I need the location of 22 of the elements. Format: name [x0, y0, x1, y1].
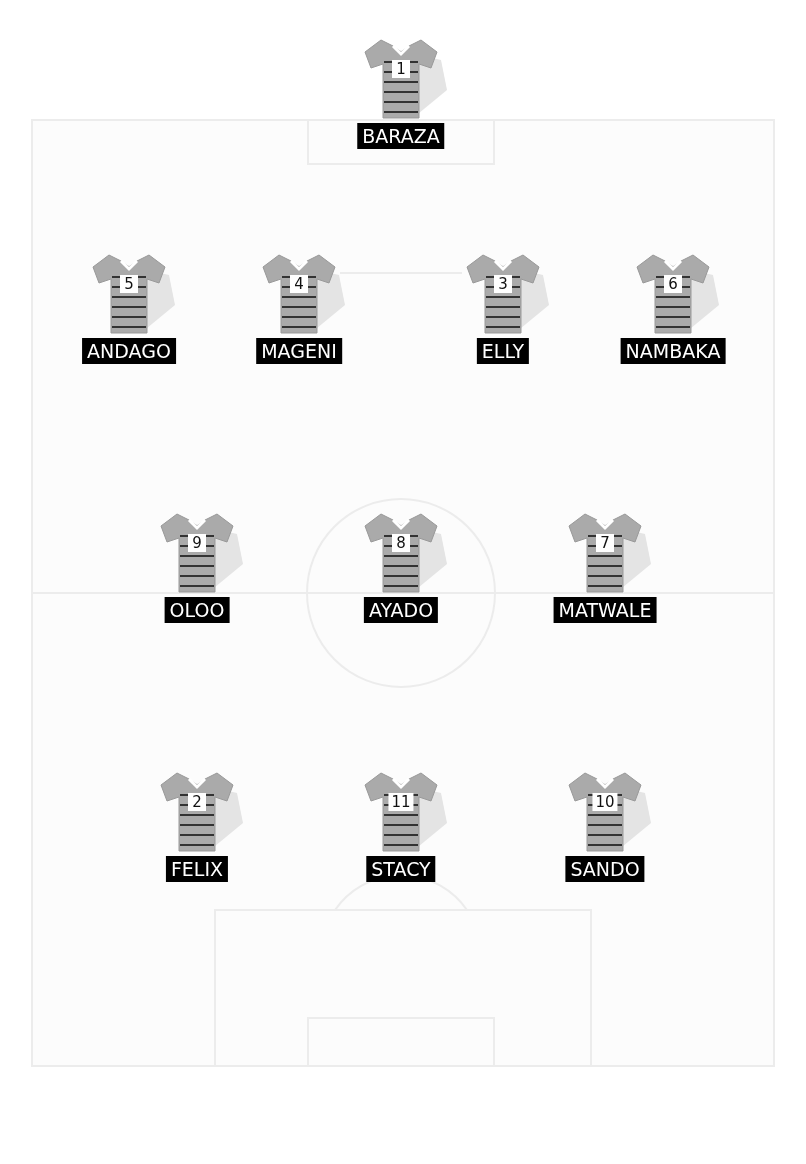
- player-name: OLOO: [164, 597, 230, 623]
- shirt-number: 3: [494, 275, 512, 293]
- shirt-number: 2: [188, 793, 206, 811]
- player-name: ANDAGO: [82, 338, 176, 364]
- player-name: ELLY: [476, 338, 530, 364]
- player-name: MAGENI: [256, 338, 342, 364]
- shirt-number: 5: [120, 275, 138, 293]
- shirt-number: 11: [388, 793, 414, 811]
- shirt-number: 9: [188, 534, 206, 552]
- shirt-number: 1: [392, 60, 410, 78]
- player-name: SANDO: [565, 856, 645, 882]
- shirt-number: 8: [392, 534, 410, 552]
- player-name: AYADO: [363, 597, 439, 623]
- shirt-number: 4: [290, 275, 308, 293]
- player-name: NAMBAKA: [620, 338, 726, 364]
- shirt-number: 7: [596, 534, 614, 552]
- shirt-number: 6: [664, 275, 682, 293]
- player-name: MATWALE: [553, 597, 657, 623]
- player-name: BARAZA: [357, 123, 445, 149]
- player-name: STACY: [366, 856, 436, 882]
- shirt-number: 10: [592, 793, 618, 811]
- player-name: FELIX: [165, 856, 229, 882]
